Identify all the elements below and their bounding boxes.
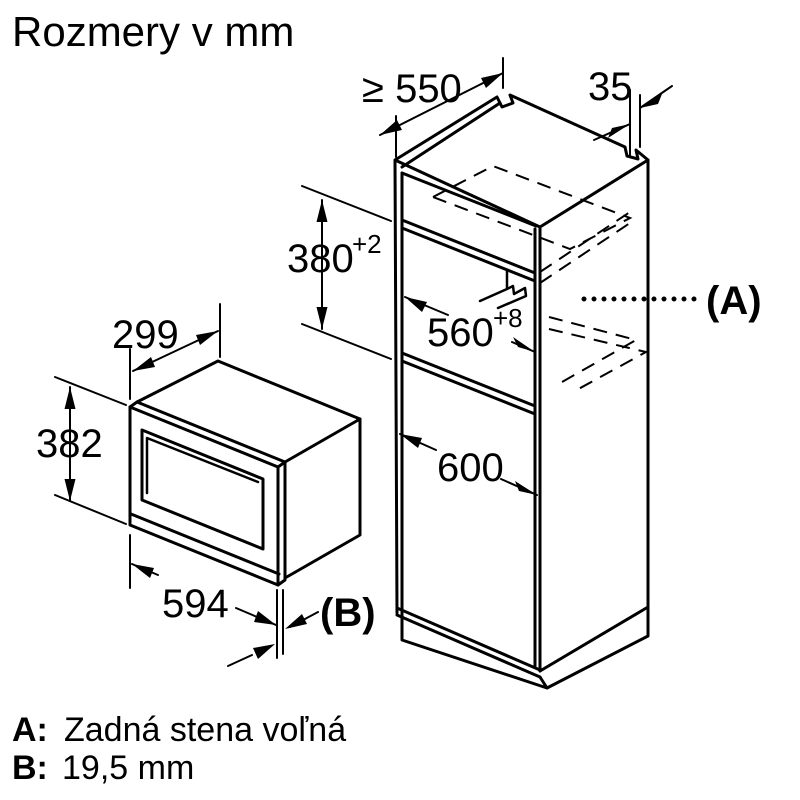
callout-b: (B) [320,591,376,635]
back-panel-lower-edges [548,316,649,393]
dim-appliance-depth: 299 [112,313,179,357]
cabinet-drawing [393,93,650,690]
appliance-door-bottom-band [129,512,281,576]
appliance-door-window [140,428,265,551]
niche-bottom-shelf [400,351,537,416]
cabinet-top-face [393,93,650,229]
back-panel-top-outline [430,164,633,251]
appliance-door-right-strip [276,460,287,587]
appliance-door-top-strip [128,400,287,469]
dim-lower-niche-width: 600 [437,446,504,490]
arrowhead [640,94,662,108]
arrowhead [405,297,427,312]
arrowhead [253,644,275,659]
min-depth-dimension-line [379,72,504,136]
dim-niche-width-tolerance: +8 [493,303,523,333]
appliance-drawing [128,359,362,587]
appliance-depth-extension-lines [129,303,221,400]
legend-b-text: 19,5 mm [62,749,194,787]
niche-top-shelf [400,218,537,283]
arrowhead [608,124,630,138]
cabinet-front-left-edge [393,158,404,623]
dim-niche-height-tolerance: +2 [352,229,382,259]
gap-b-reference-lines [276,589,284,659]
back-panel-dashed-lines [430,164,649,393]
arrowhead [513,337,535,352]
appliance-window-inner-frame [145,436,260,495]
arrowhead [380,120,402,135]
dim-top-offset: 35 [588,65,633,109]
legend-b-key: B: [12,749,48,787]
dim-appliance-height: 382 [36,422,103,466]
legend-a-text: Zadná stena voľná [64,711,346,749]
top-offset-extension-lines [629,89,641,156]
appliance-body-right [283,417,362,580]
arrowhead [400,434,422,448]
appliance-height-extension-lines [54,376,127,525]
back-panel-upper-edges [539,211,631,284]
arrowhead [64,479,76,501]
arrowhead [316,307,328,329]
arrowhead [64,387,76,409]
arrowhead [515,481,537,495]
dim-niche-height: 380 [287,237,354,281]
arrowhead [132,564,154,578]
cabinet-plinth [400,605,650,690]
cabinet-floor [395,606,542,679]
cabinet-front-right-edge [533,225,542,673]
cable-cutout-notch [478,268,528,310]
appliance-body-top [135,359,362,464]
arrowhead [254,611,276,625]
arrowhead [196,331,218,345]
legend: A: Zadná stena voľná B: 19,5 mm [12,711,346,787]
arrowhead [133,357,155,371]
arrowhead [285,614,307,629]
dim-niche-width: 560 [427,311,494,355]
arrowhead [316,200,328,222]
page-title: Rozmery v mm [12,8,294,55]
dim-min-depth: ≥ 550 [362,67,462,111]
legend-a-key: A: [12,711,48,749]
niche-height-extension-lines [301,185,392,360]
callout-a: (A) [706,279,762,323]
dimension-arrowheads [64,73,662,659]
dim-appliance-width: 594 [162,582,229,626]
cabinet-top-inner-lines [400,101,538,228]
arrowhead [481,73,503,88]
